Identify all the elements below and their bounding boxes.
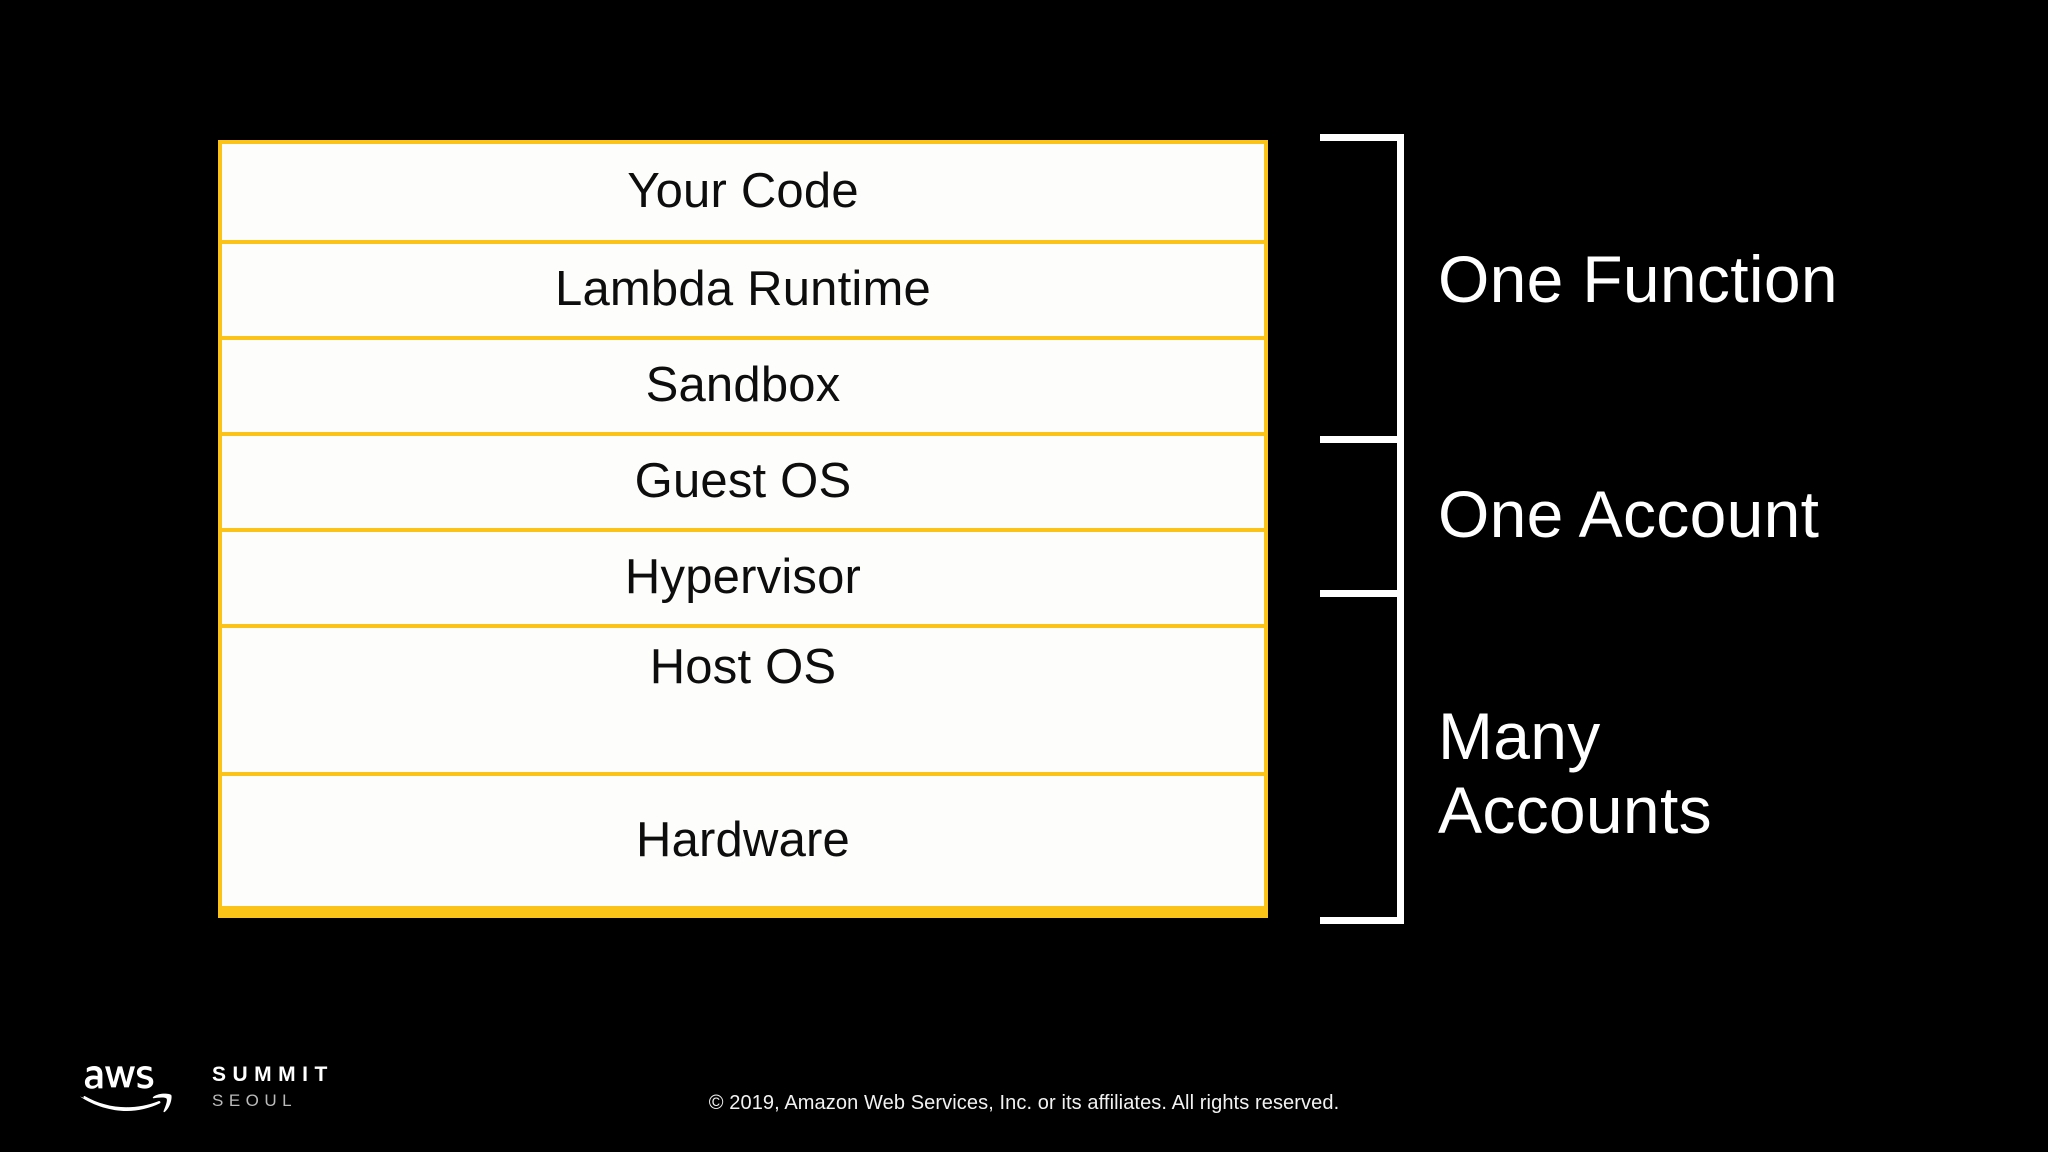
stack-layer-label: Sandbox: [645, 358, 841, 413]
stack-layer-lambda-runtime: Lambda Runtime: [222, 240, 1264, 336]
summit-label: SUMMIT: [212, 1063, 334, 1086]
group-label-one-function: One Function: [1438, 242, 1838, 316]
stack-layer-hardware: Hardware: [222, 772, 1264, 906]
bracket-spine: [1397, 134, 1404, 924]
bracket-arm-top: [1320, 134, 1404, 141]
bracket-arm-bottom: [1320, 917, 1404, 924]
grouping-bracket: [1312, 134, 1404, 924]
seoul-label: SEOUL: [212, 1091, 298, 1110]
stack-layer-guest-os: Guest OS: [222, 432, 1264, 528]
stack-layer-label: Guest OS: [634, 454, 852, 509]
stack-layer-sandbox: Sandbox: [222, 336, 1264, 432]
stack-layer-label: Hypervisor: [624, 550, 862, 605]
stack-layer-hypervisor: Hypervisor: [222, 528, 1264, 624]
stack-layer-your-code: Your Code: [222, 144, 1264, 240]
footer-logo-lockup: SUMMIT SEOUL: [78, 1052, 334, 1114]
stack-layer-label: Your Code: [627, 164, 859, 219]
lambda-execution-stack: Your Code Lambda Runtime Sandbox Guest O…: [218, 140, 1268, 918]
bracket-arm-one-account-bottom: [1320, 590, 1404, 597]
copyright-notice: © 2019, Amazon Web Services, Inc. or its…: [708, 1092, 1340, 1114]
bracket-arm-one-function-bottom: [1320, 436, 1404, 443]
aws-logo-icon: [78, 1052, 190, 1114]
group-label-many-accounts: Many Accounts: [1438, 699, 1712, 847]
summit-seoul-wordmark: SUMMIT SEOUL: [212, 1064, 334, 1114]
stack-layer-label: Lambda Runtime: [555, 262, 931, 317]
stack-layer-label: Hardware: [635, 813, 850, 868]
stack-layer-host-os: Host OS: [222, 624, 1264, 772]
stack-layer-label: Host OS: [649, 640, 837, 695]
group-label-one-account: One Account: [1438, 477, 1820, 551]
